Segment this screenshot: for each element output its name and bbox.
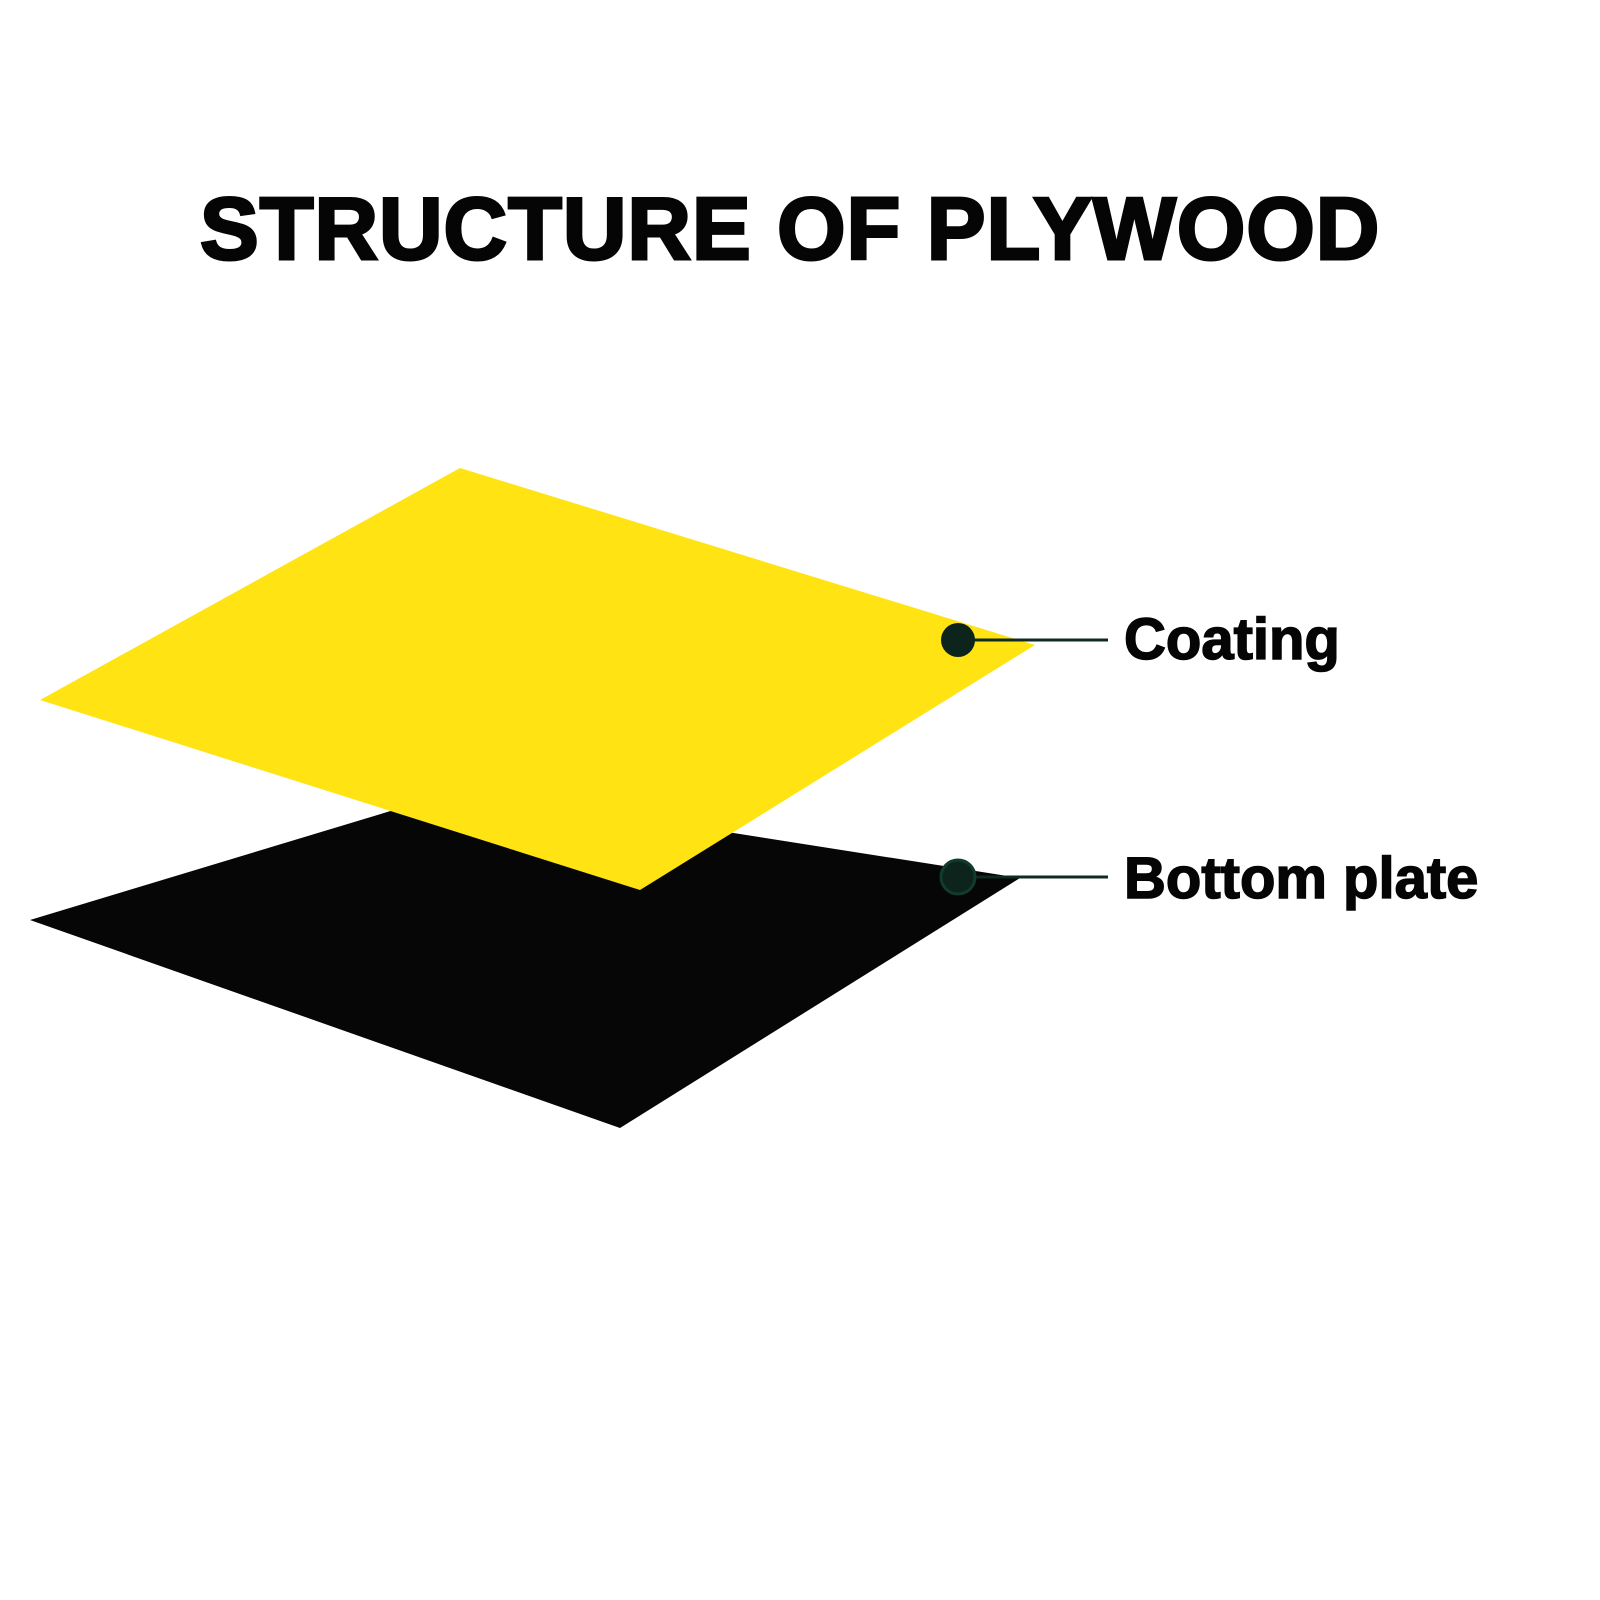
coating-label: Coating (1123, 606, 1340, 673)
bottom-plate-layer-shape (30, 790, 1020, 1128)
coating-callout-dot (941, 623, 975, 657)
coating-layer-shape (40, 468, 1035, 890)
bottom-plate-callout-dot (939, 858, 977, 896)
page-title: STRUCTURE OF PLYWOOD (198, 178, 1381, 280)
bottom-plate-label: Bottom plate (1123, 845, 1479, 912)
